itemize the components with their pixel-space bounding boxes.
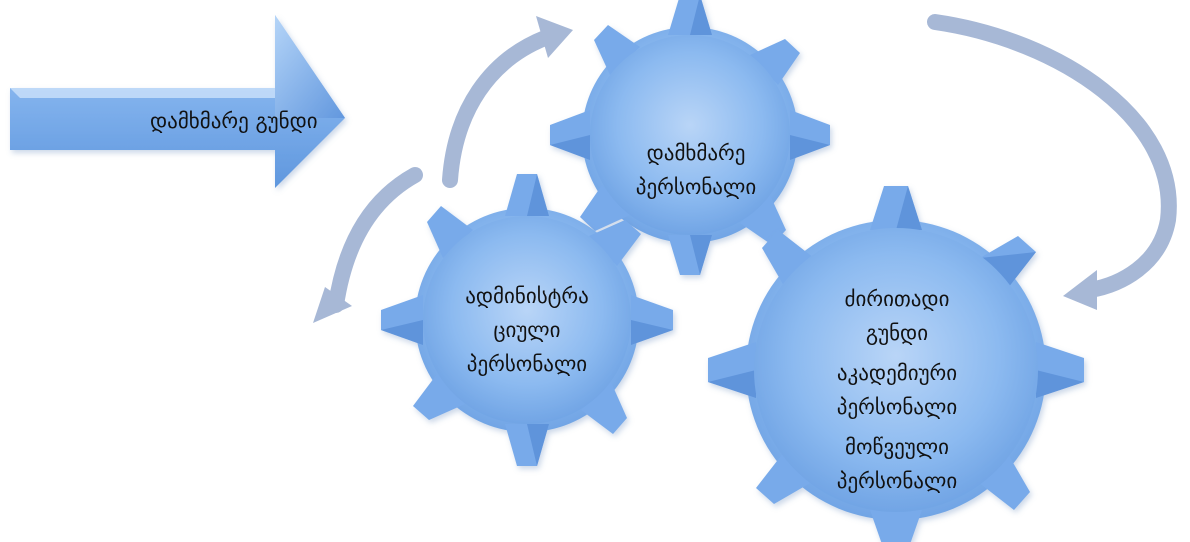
arrow-label: დამხმარე გუნდი [150,109,318,133]
gear-right-title-2: გუნდი [865,321,929,345]
gear-left-label: ადმინისტრა ციული პერსონალი [465,279,589,381]
gear-top-line-2: პერსონალი [635,175,757,199]
gear-right-item-1-line-2: პერსონალი [836,395,958,419]
gear-right-item-1: აკადემიური პერსონალი [837,356,957,424]
gear-right-item-2-line-1: მოწვეული [845,435,949,459]
gear-left-line-3: პერსონალი [466,352,588,376]
gear-top [550,0,830,275]
gear-top-line-1: დამხმარე [646,141,746,165]
cycle-arrow-heads [313,16,1097,323]
gear-right-item-1-line-1: აკადემიური [836,361,958,385]
block-arrow [10,15,345,188]
gear-right-title-1: ძირითადი [844,287,950,311]
gear-right-item-2-line-2: პერსონალი [836,469,958,493]
gear-right-label: ძირითადი გუნდი აკადემიური პერსონალი მოწვ… [837,282,957,498]
gear-top-label: დამხმარე პერსონალი [636,136,756,204]
gear-left [381,174,673,466]
gear-left-line-1: ადმინისტრა [465,284,589,308]
gear-right [708,186,1084,542]
cycle-arrows [328,14,1177,313]
gear-left-line-2: ციული [493,318,561,342]
gear-right-item-2: მოწვეული პერსონალი [837,430,957,498]
